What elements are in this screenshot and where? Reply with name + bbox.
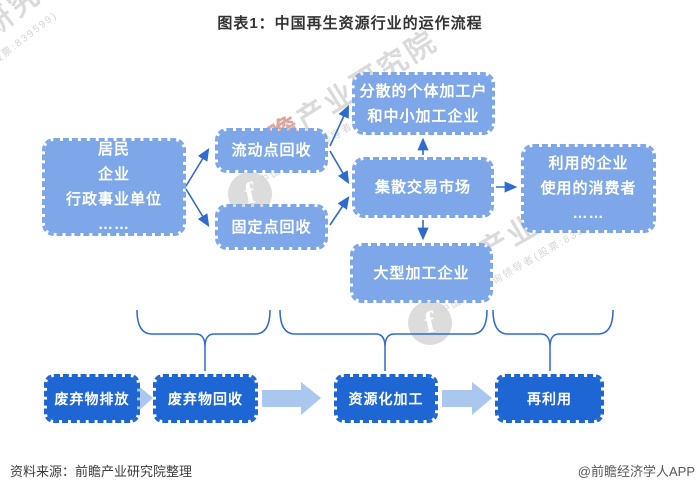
stage-waste-discharge: 废弃物排放 [44,374,140,423]
node-waste-sources: 居民 企业 行政事业单位 …… [42,138,186,236]
stage-waste-recycling: 废弃物回收 [153,374,258,423]
qianzhan-logo-icon: f [408,301,452,345]
arrow-fixed-to-market [329,196,350,226]
brace-processing [279,309,488,371]
brace-recycling [136,309,271,371]
arrow-mobile-to-market [329,150,350,185]
source-note: 资料来源：前瞻产业研究院整理 [10,464,193,479]
stage-resource-processing: 资源化加工 [334,374,438,423]
figure-title: 图表1：中国再生资源行业的运作流程 [217,15,483,32]
node-large-processors: 大型加工企业 [350,243,493,303]
brace-reuse [492,309,614,371]
flow-arrow-icon [262,382,321,415]
credit-note: @前瞻经济学人APP [577,464,695,479]
arrow-mobile-to-scattered [329,104,350,147]
arrow-sources-to-fixed [185,188,210,228]
node-fixed-recycling: 固定点回收 [215,204,328,250]
node-mobile-recycling: 流动点回收 [215,128,328,173]
node-scattered-processors: 分散的个体加工户 和中小加工企业 [352,72,495,135]
stage-reuse: 再利用 [495,374,604,423]
flow-arrow-icon [442,382,492,415]
node-end-users: 利用的企业 使用的消费者 …… [521,144,656,233]
node-trading-market: 集散交易市场 [352,157,494,218]
arrow-sources-to-mobile [185,147,210,187]
